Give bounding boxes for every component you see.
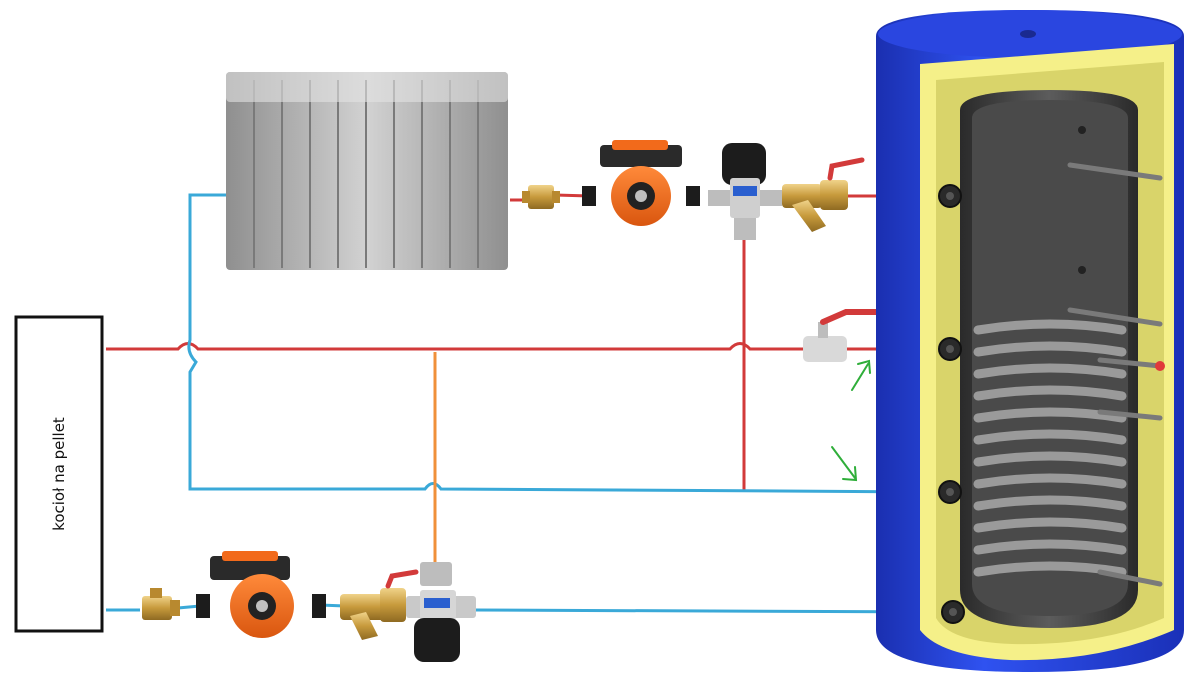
circulation-pump-icon <box>582 140 700 226</box>
circulation-pump-icon <box>196 551 326 638</box>
check-valve-icon <box>142 588 180 620</box>
supply-pipe-main <box>106 342 805 351</box>
heat-exchanger-coil <box>973 319 1127 577</box>
y-strainer-icon <box>340 569 419 640</box>
boiler-return-pipe <box>106 603 944 614</box>
radiator-icon <box>226 72 508 270</box>
check-valve-icon <box>522 185 560 209</box>
thermostatic-mixing-valve-icon <box>708 143 782 240</box>
buffer-tank-with-coil-icon <box>876 10 1184 672</box>
y-strainer-icon <box>782 157 865 232</box>
flow-arrows <box>831 359 871 482</box>
boiler-box <box>14 315 104 633</box>
arrow-down-icon <box>831 446 858 482</box>
thermostatic-mixing-valve-icon <box>406 562 476 662</box>
arrow-up-icon <box>851 359 871 391</box>
